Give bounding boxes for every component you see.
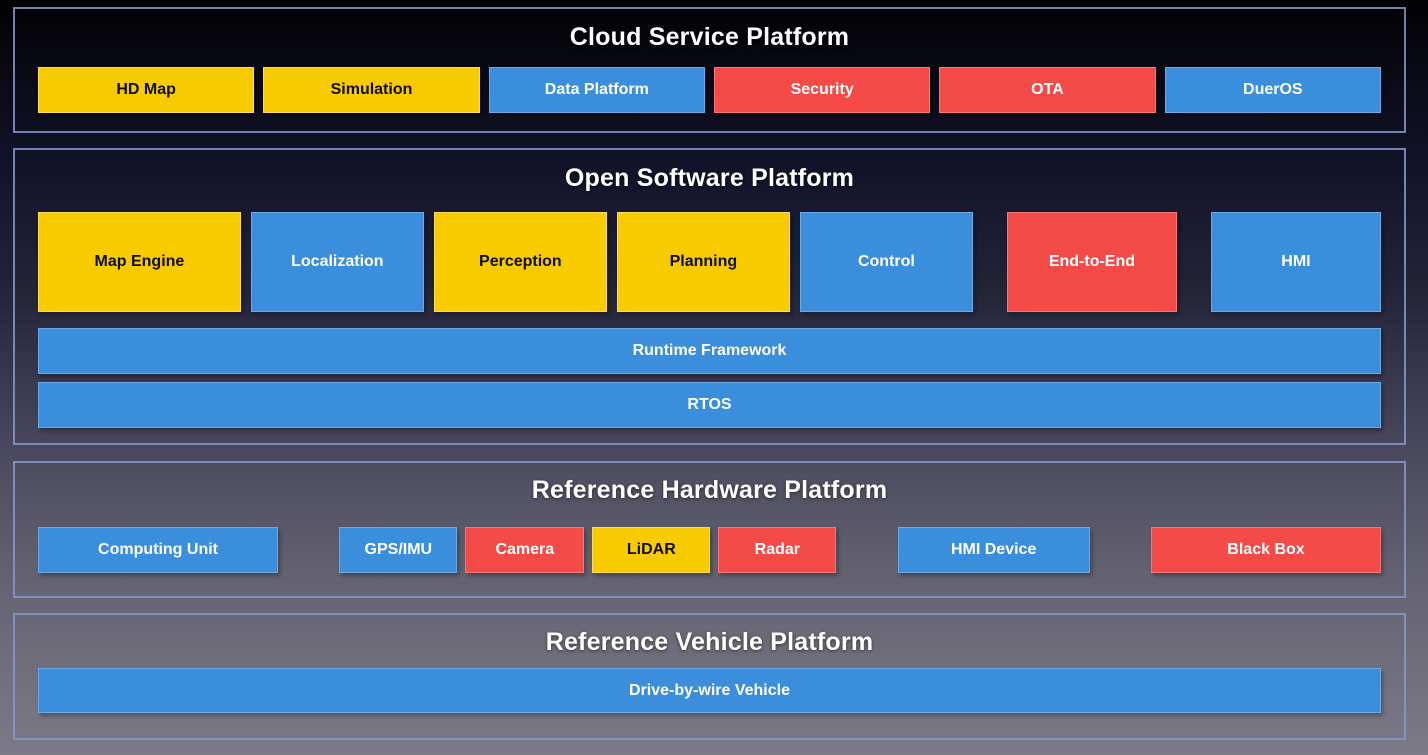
box-hd-map: HD Map — [38, 67, 255, 113]
section-title-hardware: Reference Hardware Platform — [531, 476, 888, 504]
bar-runtime-framework: Runtime Framework — [38, 328, 1381, 374]
box-perception: Perception — [433, 212, 607, 312]
rtos-row: RTOS — [38, 382, 1381, 428]
box-computing-unit: Computing Unit — [38, 527, 278, 573]
software-modules-row: Map Engine Localization Perception Plann… — [38, 212, 1381, 312]
box-camera: Camera — [465, 527, 585, 573]
box-black-box: Black Box — [1150, 527, 1381, 573]
box-control: Control — [799, 212, 973, 312]
box-end-to-end: End-to-End — [1006, 212, 1177, 312]
section-cloud-service-platform: Cloud Service Platform HD Map Simulation… — [13, 7, 1406, 133]
box-hmi: HMI — [1210, 212, 1381, 312]
box-data-platform: Data Platform — [488, 67, 705, 113]
vehicle-row: Drive-by-wire Vehicle — [38, 668, 1381, 713]
box-gps-imu: GPS/IMU — [339, 527, 458, 573]
box-localization: Localization — [250, 212, 424, 312]
box-lidar: LiDAR — [592, 527, 711, 573]
box-ota: OTA — [939, 67, 1156, 113]
hardware-row: Computing Unit GPS/IMU Camera LiDAR Rada… — [38, 527, 1381, 573]
bar-rtos: RTOS — [38, 382, 1381, 428]
section-reference-vehicle-platform: Reference Vehicle Platform Drive-by-wire… — [13, 613, 1406, 740]
bar-drive-by-wire-vehicle: Drive-by-wire Vehicle — [38, 668, 1381, 713]
box-simulation: Simulation — [263, 67, 480, 113]
section-open-software-platform: Open Software Platform Map Engine Locali… — [13, 148, 1406, 445]
box-security: Security — [713, 67, 931, 113]
box-radar: Radar — [718, 527, 837, 573]
section-reference-hardware-platform: Reference Hardware Platform Computing Un… — [13, 461, 1406, 598]
cloud-services-row: HD Map Simulation Data Platform Security… — [38, 67, 1381, 113]
runtime-framework-row: Runtime Framework — [38, 328, 1381, 374]
box-planning: Planning — [616, 212, 790, 312]
section-title-software: Open Software Platform — [564, 164, 855, 192]
section-title-cloud: Cloud Service Platform — [569, 23, 850, 51]
sensor-group: GPS/IMU Camera LiDAR Radar — [339, 527, 837, 573]
box-dueros: DuerOS — [1164, 67, 1381, 113]
section-title-vehicle: Reference Vehicle Platform — [545, 628, 874, 656]
box-hmi-device: HMI Device — [897, 527, 1090, 573]
box-map-engine: Map Engine — [38, 212, 241, 312]
